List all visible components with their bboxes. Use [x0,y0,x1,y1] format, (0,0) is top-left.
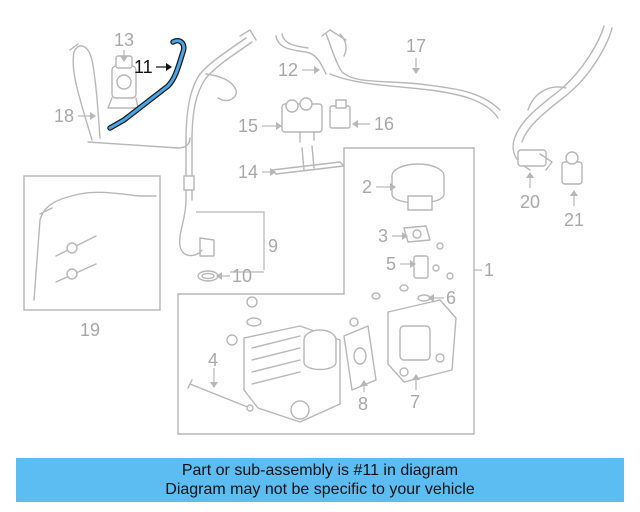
callout-14: 14 [238,162,258,182]
part-9-pipe [178,29,257,257]
part-11-highlighted-pipe [107,38,187,131]
part-20-hose [512,25,613,171]
callout-1: 1 [484,260,494,280]
part-10-seal [197,270,219,282]
callout-11: 11 [134,57,153,77]
part-2-valve [391,163,445,211]
part-3-gasket [403,225,444,250]
callout-6: 6 [446,288,456,308]
callout-13: 13 [114,30,134,50]
banner-line-2: Diagram may not be specific to your vehi… [165,481,475,498]
parts-diagram: 1 2 3 4 5 6 7 8 9 10 11 12 13 14 15 16 1… [23,25,613,435]
callout-21: 21 [564,210,584,230]
callout-18: 18 [54,106,74,126]
callout-12: 12 [278,60,298,80]
part-info-banner: Part or sub-assembly is #11 in diagram D… [16,458,624,502]
main-assembly-box [177,147,475,435]
callout-9: 9 [268,236,278,256]
part-21-sensor [561,151,583,185]
callout-20: 20 [520,192,540,212]
part-16-connector [329,99,351,129]
callout-17: 17 [406,36,426,56]
callout-2: 2 [362,177,372,197]
callout-15: 15 [238,116,258,136]
part-19-inset [23,175,161,311]
callout-8: 8 [358,394,368,414]
part-cooler [226,296,341,423]
part-13-valve [107,55,139,109]
callout-labels: 1 2 3 4 5 6 7 8 9 10 11 12 13 14 15 16 1… [54,30,584,414]
leader-lines [78,50,578,392]
part-6-seal [371,284,431,302]
callout-5: 5 [386,254,396,274]
part-8-gasket [343,325,377,391]
callout-3: 3 [378,226,388,246]
part-4-bolt [187,379,254,412]
callout-7: 7 [410,392,420,412]
callout-16: 16 [374,114,394,134]
banner-line-1: Part or sub-assembly is #11 in diagram [181,462,459,479]
part-17-hose [321,29,501,119]
callout-10: 10 [232,266,252,286]
callout-19: 19 [80,320,100,340]
part-7-housing [349,299,457,383]
part-15-solenoid [281,97,323,143]
part-5-sensor [413,255,454,280]
part-12-hose [275,33,327,75]
part-14-bracket [271,145,345,175]
callout-4: 4 [208,350,218,370]
